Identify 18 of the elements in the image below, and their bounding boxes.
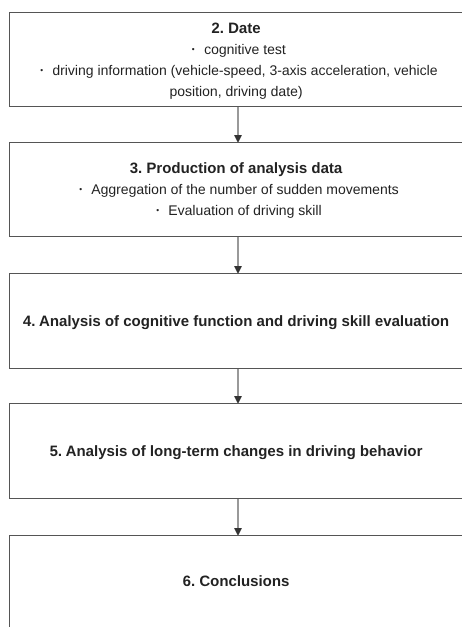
step-heading: 4. Analysis of cognitive function and driving skill evaluation	[22, 312, 450, 332]
step-heading: 5. Analysis of long-term changes in driving behavior	[50, 442, 422, 462]
process-box	[9, 12, 462, 107]
step-heading: 2. Date	[211, 18, 261, 38]
step-heading: 3. Production of analysis data	[130, 159, 342, 179]
bullet-item: ・ driving information (vehicle-speed, 3-axis acceleration, vehicle position, driving date)	[33, 60, 439, 101]
process-box	[9, 403, 462, 499]
arrow	[234, 498, 242, 536]
step-heading: 6. Conclusions	[182, 572, 290, 592]
process-box	[9, 142, 462, 237]
arrow	[234, 106, 242, 143]
bullet-item: ・ Evaluation of driving skill	[150, 201, 322, 220]
bullet-item: ・ Aggregation of the number of sudden movements	[73, 180, 399, 199]
bullet-item: ・ cognitive test	[186, 40, 286, 59]
process-box	[9, 273, 462, 369]
process-box	[9, 535, 462, 627]
arrow	[234, 236, 242, 274]
arrow	[234, 368, 242, 404]
